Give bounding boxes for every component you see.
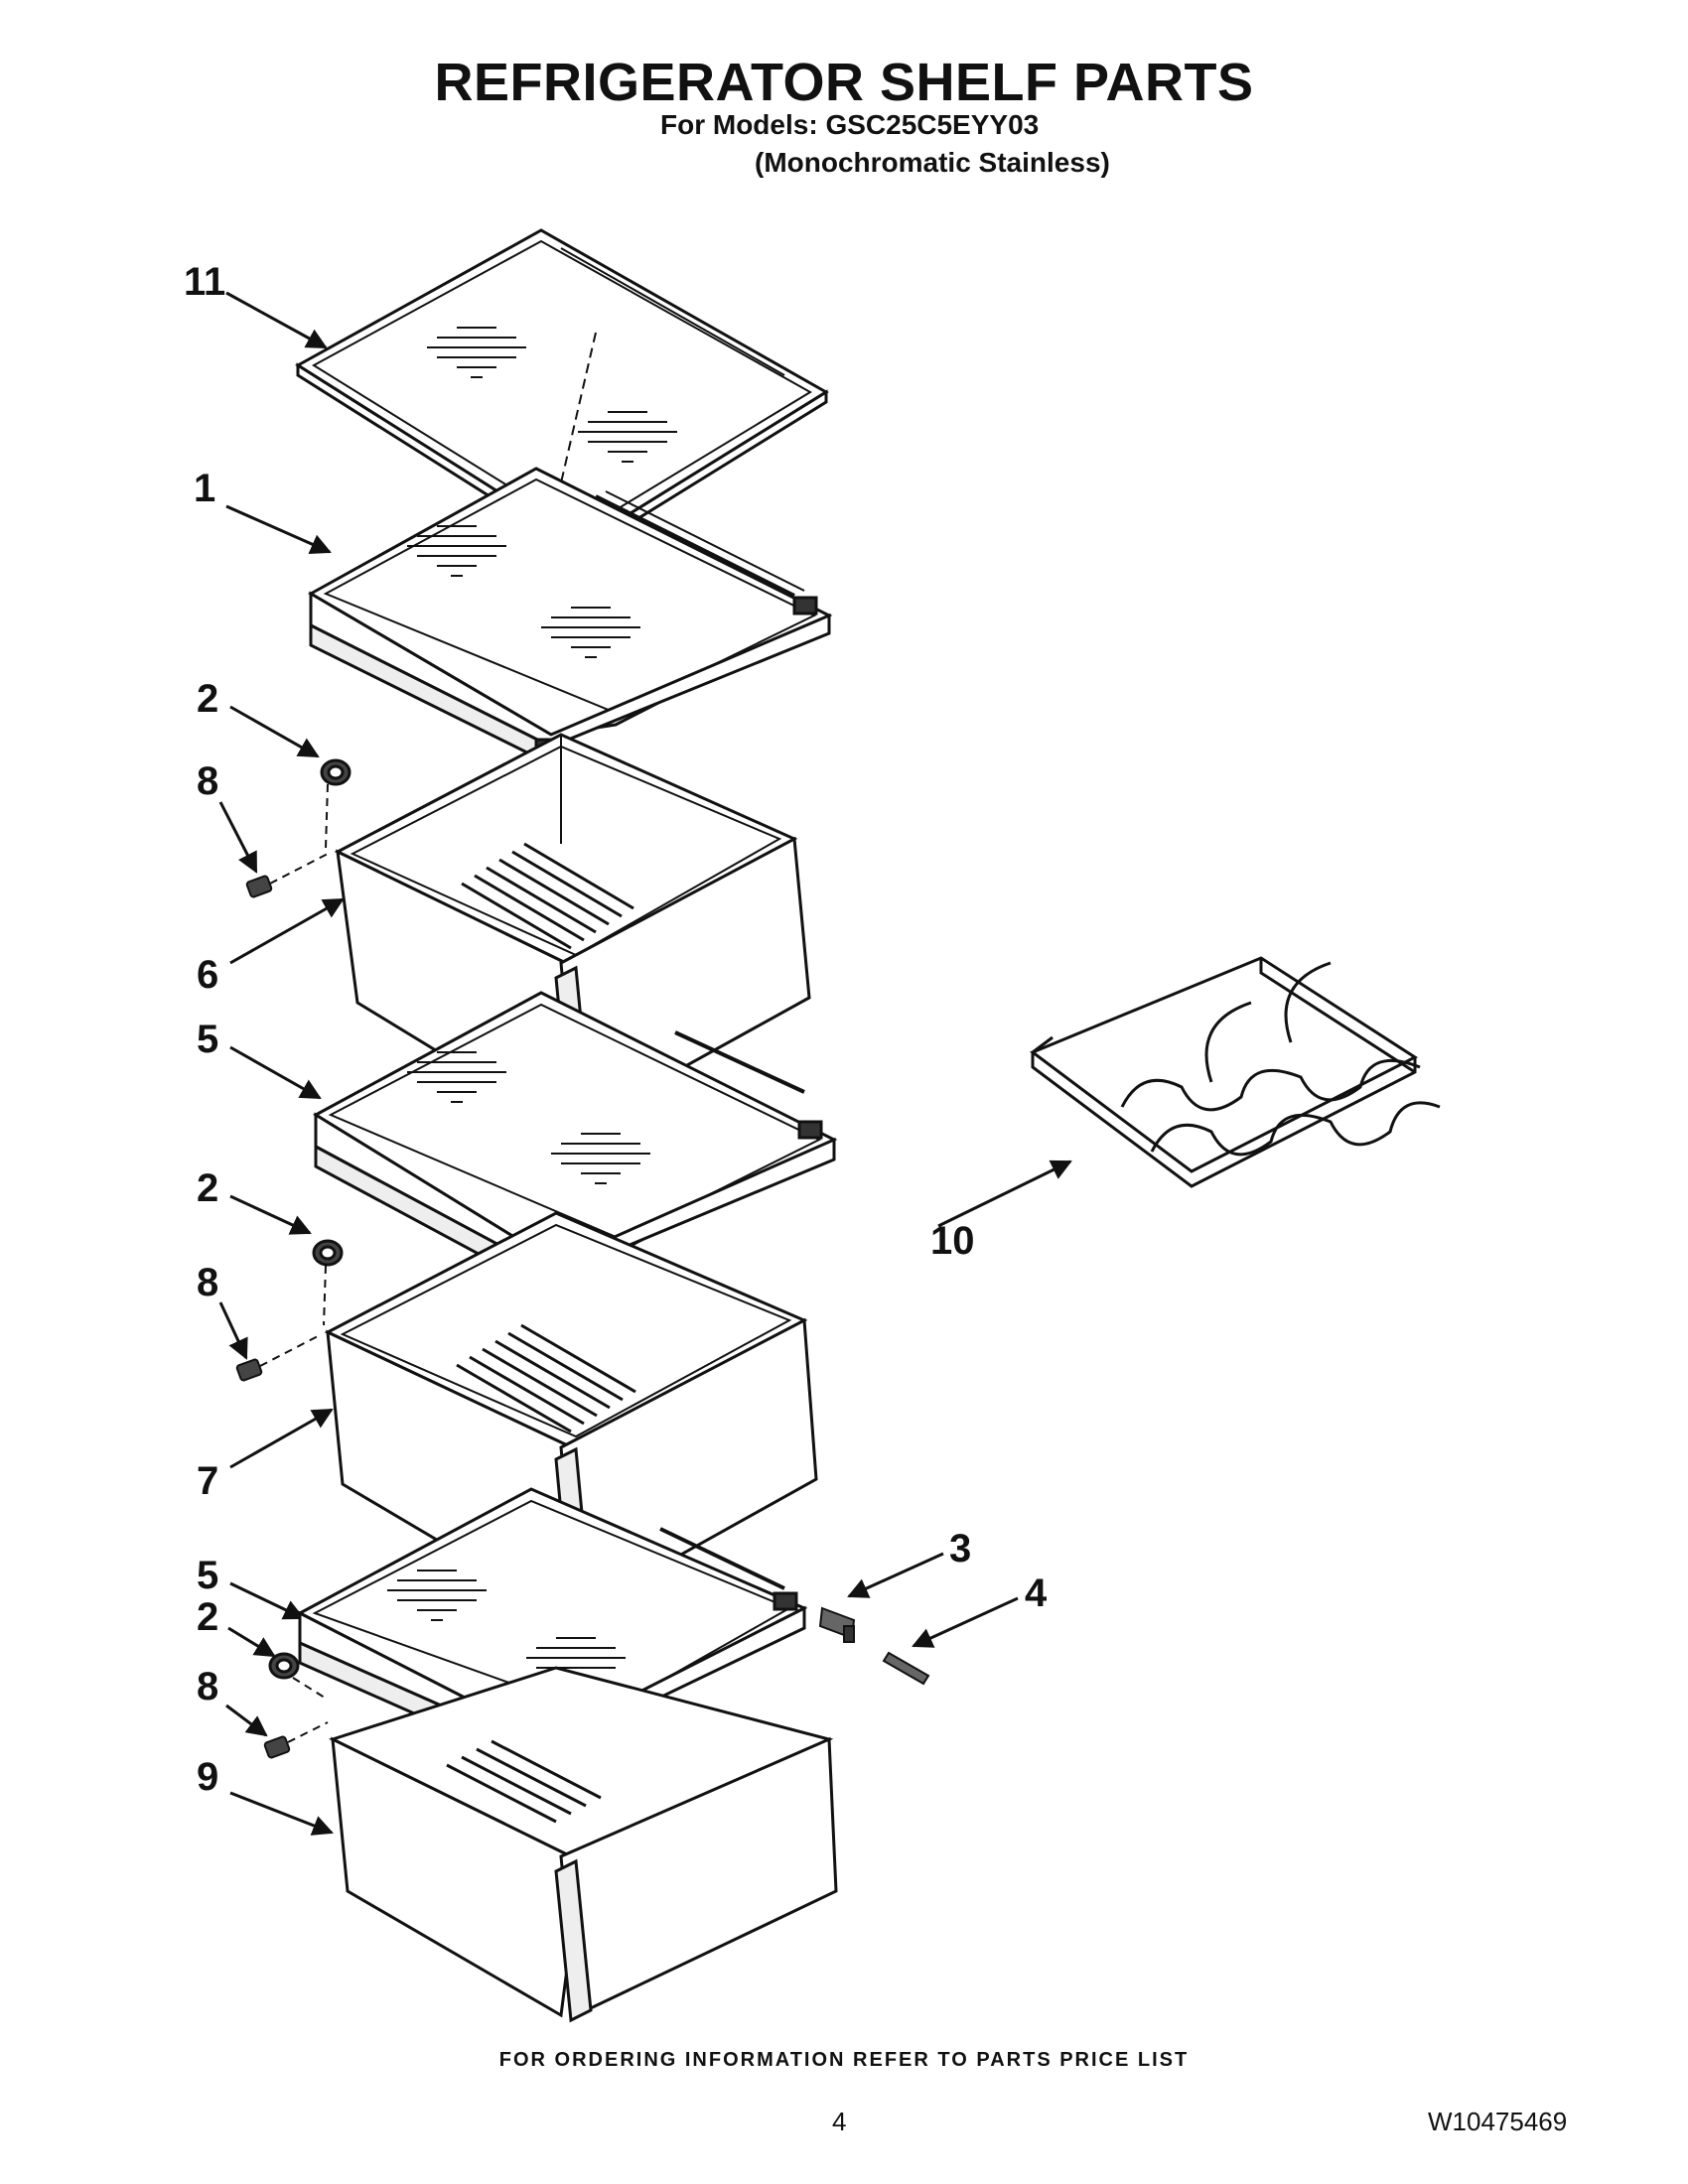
callout-5-mid: 5: [197, 1018, 218, 1061]
part-8-screw-low: [263, 1721, 329, 1759]
callout-6: 6: [197, 953, 218, 997]
callout-11: 11: [184, 260, 225, 304]
part-10-wine-rack: [1029, 956, 1441, 1188]
page-title: REFRIGERATOR SHELF PARTS: [434, 53, 1254, 112]
callout-labels: 11 1 2 8 6 5 2 8 7 5 2 8 9 3 4 10: [184, 260, 1048, 1799]
callout-4: 4: [1025, 1571, 1048, 1615]
callout-8-top: 8: [197, 759, 218, 803]
document-number: W10475469: [1428, 2107, 1568, 2136]
callout-2-top: 2: [197, 677, 218, 721]
part-2-roller-low: [268, 1652, 329, 1701]
callout-1: 1: [194, 467, 215, 510]
part-2-roller-middle: [312, 1239, 344, 1326]
callout-2-low: 2: [197, 1595, 218, 1639]
callout-10: 10: [930, 1219, 975, 1263]
part-8-screw-top: [245, 853, 329, 898]
part-9-pan-drawer: [329, 1666, 838, 2023]
part-8-screw-middle: [235, 1334, 321, 1382]
callout-7: 7: [197, 1459, 218, 1503]
part-1-shelf-frame: [307, 467, 833, 767]
part-11-glass-shelf: [295, 228, 829, 556]
callout-5-low: 5: [197, 1554, 218, 1597]
callout-3: 3: [949, 1527, 971, 1570]
part-2-roller-top: [320, 758, 352, 850]
page-number: 4: [832, 2107, 847, 2136]
models-line: For Models: GSC25C5EYY03: [660, 109, 1040, 140]
part-4-clip: [882, 1651, 930, 1686]
ordering-note: FOR ORDERING INFORMATION REFER TO PARTS …: [498, 2049, 1190, 2071]
variant-line: (Monochromatic Stainless): [755, 147, 1110, 178]
callout-8-low: 8: [197, 1665, 218, 1708]
leader-arrows: [218, 291, 1072, 1836]
part-3-bracket: [818, 1606, 856, 1643]
callout-2-mid: 2: [197, 1166, 218, 1210]
callout-9: 9: [197, 1755, 218, 1799]
callout-8-mid: 8: [197, 1261, 218, 1304]
